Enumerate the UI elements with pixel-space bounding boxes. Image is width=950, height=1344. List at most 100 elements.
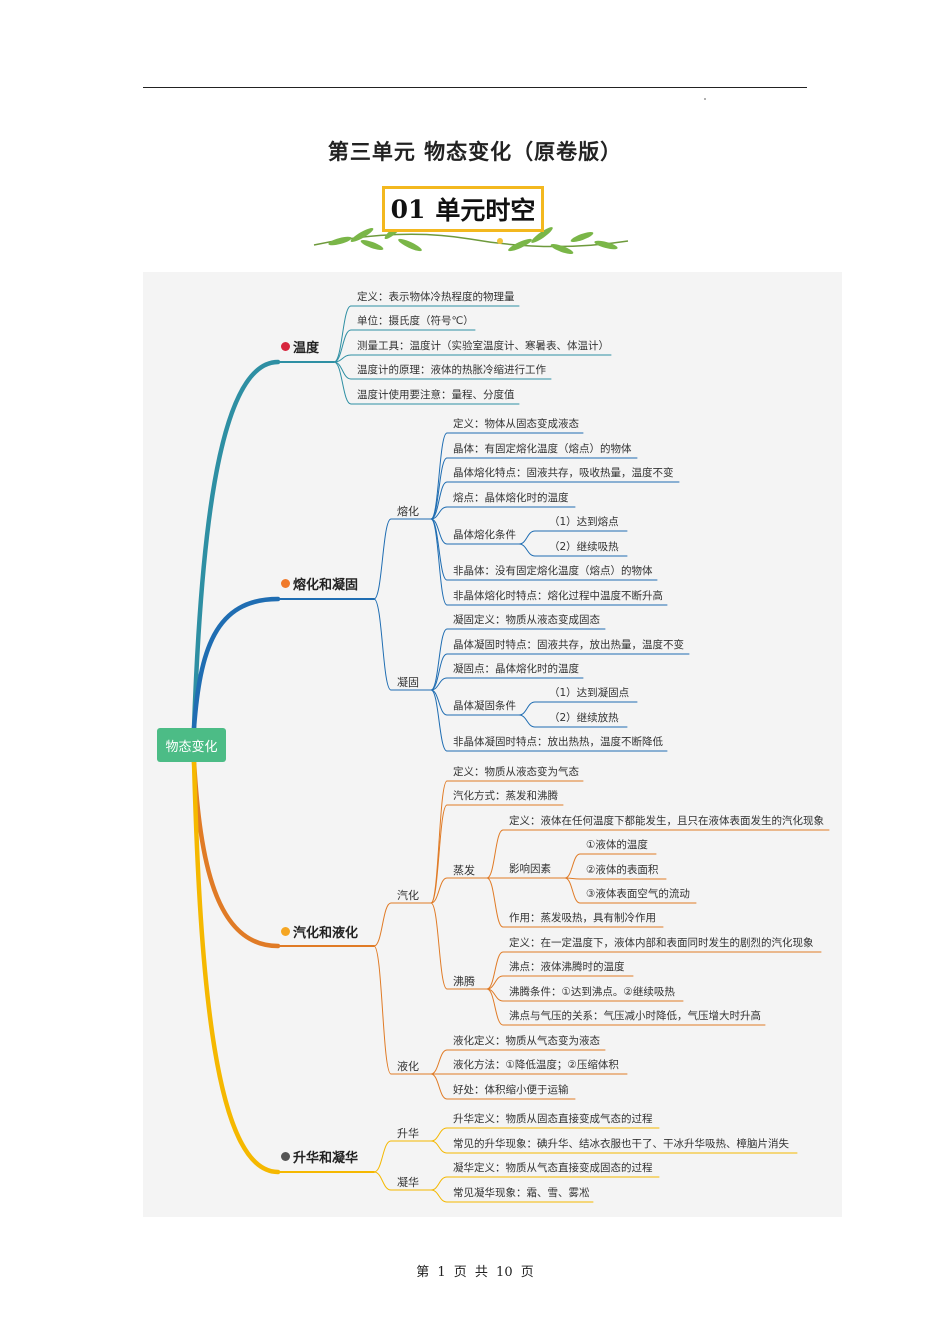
connector-line	[430, 628, 448, 691]
connector-line	[333, 305, 352, 363]
leaf-liquefy-def: 液化定义：物质从气态变为液态	[453, 1035, 600, 1047]
leaf-solid-noncrystal: 非晶体凝固时特点：放出热热，温度不断降低	[453, 736, 663, 748]
unit-badge-box: 01 单元时空	[382, 186, 544, 232]
leaf-desublime-examples: 常见凝华现象：霜、雪、雾凇	[453, 1187, 590, 1199]
connector-line	[430, 518, 448, 581]
connector-line	[564, 877, 581, 904]
connector-line	[486, 877, 504, 928]
leaf-melt-condition-2: （2）继续吸热	[549, 541, 619, 553]
connector-line	[430, 1049, 448, 1075]
connector-line	[430, 518, 448, 606]
connector-line	[430, 804, 448, 904]
unit-badge: 01 单元时空	[310, 183, 630, 265]
leaf-temp-note: 温度计使用要注意：量程、分度值	[357, 389, 515, 401]
connector-line	[430, 457, 448, 520]
connector-line	[373, 1171, 392, 1191]
topic-temperature: 温度	[281, 337, 319, 356]
leaf-evaporate-factor-3: ③液体表面空气的流动	[586, 888, 690, 900]
connector-line	[430, 481, 448, 520]
leaf-temp-tool: 测量工具：温度计（实验室温度计、寒暑表、体温计）	[357, 340, 609, 352]
leaf-liquefy-benefit: 好处：体积缩小便于运输	[453, 1084, 569, 1096]
connector-line	[191, 759, 281, 949]
connector-line	[373, 902, 392, 947]
leaf-solid-point: 凝固点：晶体熔化时的温度	[453, 663, 579, 675]
branch-sublime: 升华	[397, 1127, 419, 1140]
number-2-icon	[281, 579, 290, 588]
leaf-desublime-def: 凝华定义：物质从气态直接变成固态的过程	[453, 1162, 653, 1174]
connector-line	[430, 689, 448, 752]
connector-line	[373, 945, 392, 1075]
leaf-boil-condition: 沸腾条件：①达到沸点。②继续吸热	[509, 986, 675, 998]
connector-line	[486, 951, 504, 990]
leaf-temp-def: 定义：表示物体冷热程度的物理量	[357, 291, 515, 303]
connector-line	[518, 714, 536, 728]
connector-line	[564, 853, 581, 879]
topic-sublimation-desublimation: 升华和凝华	[281, 1147, 358, 1166]
connector-line	[373, 518, 392, 600]
connector-line	[430, 1189, 448, 1203]
topic-melting-solidifying: 熔化和凝固	[281, 574, 358, 593]
connector-line	[430, 432, 448, 520]
connector-line	[191, 359, 281, 731]
leaf-temp-principle: 温度计的原理：液体的热胀冷缩进行工作	[357, 364, 546, 376]
connector-line	[333, 329, 352, 363]
connector-line	[430, 780, 448, 904]
branch-liquefy: 液化	[397, 1060, 419, 1073]
leaf-melt-condition-1: （1）达到熔点	[549, 516, 619, 528]
leaf-sprig-icon	[313, 214, 629, 254]
topic-vaporization-liquefaction: 汽化和液化	[281, 922, 358, 941]
leaf-liquefy-method: 液化方法：①降低温度；②压缩体积	[453, 1059, 619, 1071]
connector-line	[430, 877, 448, 904]
leaf-boil-def: 定义：在一定温度下，液体内部和表面同时发生的剧烈的汽化现象	[509, 937, 814, 949]
leaf-sublime-def: 升华定义：物质从固态直接变成气态的过程	[453, 1113, 653, 1125]
connector-line	[430, 1176, 448, 1191]
leaf-melt-def: 定义：物体从固态变成液态	[453, 418, 579, 430]
mindmap-root: 物态变化	[157, 728, 226, 762]
leaf-temp-unit: 单位：摄氏度（符号℃）	[357, 315, 474, 327]
leaf-evaporate-factor-2: ②液体的表面积	[586, 864, 659, 876]
connector-line	[191, 759, 281, 1175]
header-mark	[704, 98, 706, 100]
leaf-solid-condition-1: （1）达到凝固点	[549, 687, 630, 699]
leaf-evaporate-use: 作用：蒸发吸热，具有制冷作用	[509, 912, 656, 924]
branch-solidify: 凝固	[397, 676, 419, 689]
branch-evaporate: 蒸发	[453, 864, 475, 877]
leaf-melt-crystal: 晶体：有固定熔化温度（熔点）的物体	[453, 443, 632, 455]
unit-badge-text: 单元时空	[435, 196, 536, 225]
leaf-vapor-mode: 汽化方式：蒸发和沸腾	[453, 790, 558, 802]
leaf-solid-feature: 晶体凝固时特点：固液共存，放出热量，温度不变	[453, 639, 684, 651]
connector-line	[333, 361, 352, 380]
connector-line	[518, 701, 536, 716]
connector-line	[430, 1127, 448, 1142]
connector-line	[430, 506, 448, 520]
branch-crystal-solid-condition: 晶体凝固条件	[453, 700, 516, 712]
connector-line	[430, 902, 448, 990]
branch-boil: 沸腾	[453, 975, 475, 988]
leaf-sublime-examples: 常见的升华现象：碘升华、结冰衣服也干了、干冰升华吸热、樟脑片消失	[453, 1138, 789, 1150]
branch-desublime: 凝华	[397, 1176, 419, 1189]
branch-crystal-melt-condition: 晶体熔化条件	[453, 529, 516, 541]
connector-line	[518, 530, 536, 545]
mindmap-panel	[143, 272, 842, 1217]
connector-line	[373, 1140, 392, 1173]
branch-influence: 影响因素	[509, 863, 551, 875]
leaf-boil-pressure: 沸点与气压的关系：气压减小时降低，气压增大时升高	[509, 1010, 761, 1022]
connector-line	[191, 596, 281, 731]
connector-line	[430, 653, 448, 691]
page-number: 第 1 页 共 10 页	[416, 1265, 534, 1280]
connector-line	[430, 1073, 448, 1100]
leaf-evaporate-def: 定义：液体在任何温度下都能发生，且只在液体表面发生的汽化现象	[509, 815, 824, 827]
connector-line	[430, 1140, 448, 1154]
leaf-solid-def: 凝固定义：物质从液态变成固态	[453, 614, 600, 626]
connector-line	[333, 361, 352, 405]
number-3-icon	[281, 927, 290, 936]
connector-line	[486, 988, 504, 1026]
number-1-icon	[281, 342, 290, 351]
leaf-boil-point: 沸点：液体沸腾时的温度	[509, 961, 625, 973]
page-title: 第三单元 物态变化（原卷版）	[327, 140, 623, 164]
connector-line	[486, 829, 504, 879]
connector-line	[373, 598, 392, 691]
leaf-melt-feature: 晶体熔化特点：固液共存，吸收热量，温度不变	[453, 467, 674, 479]
leaf-melt-noncrystal: 非晶体：没有固定熔化温度（熔点）的物体	[453, 565, 653, 577]
